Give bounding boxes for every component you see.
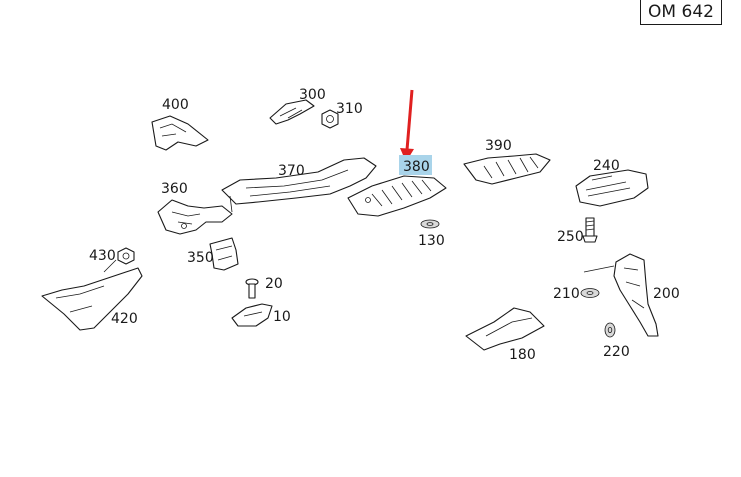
part-360-bracket[interactable] xyxy=(157,199,233,235)
part-240-heat-shield[interactable] xyxy=(575,169,649,207)
part-430-nut[interactable] xyxy=(117,247,135,265)
label-10[interactable]: 10 xyxy=(273,309,291,325)
label-130[interactable]: 130 xyxy=(418,233,445,249)
part-200-heat-shield[interactable] xyxy=(613,253,659,337)
label-210[interactable]: 210 xyxy=(553,286,580,302)
part-130-washer[interactable] xyxy=(420,219,440,229)
part-180-heat-shield[interactable] xyxy=(465,307,545,351)
part-210-washer[interactable] xyxy=(580,288,600,298)
leader-lines xyxy=(103,195,615,273)
part-300-bracket[interactable] xyxy=(269,99,315,125)
label-370[interactable]: 370 xyxy=(278,163,305,179)
label-390[interactable]: 390 xyxy=(485,138,512,154)
label-420[interactable]: 420 xyxy=(111,311,138,327)
part-380-heat-shield[interactable] xyxy=(347,175,447,217)
part-250-bolt[interactable] xyxy=(582,217,598,243)
part-10-bracket[interactable] xyxy=(231,303,273,327)
part-370-heat-shield[interactable] xyxy=(221,157,377,205)
part-310-nut[interactable] xyxy=(321,109,339,129)
highlight-box xyxy=(399,155,432,175)
part-350-bracket[interactable] xyxy=(209,237,239,271)
label-20[interactable]: 20 xyxy=(265,276,283,292)
part-390-heat-shield[interactable] xyxy=(463,153,551,185)
label-300[interactable]: 300 xyxy=(299,87,326,103)
part-420-heat-shield[interactable] xyxy=(41,267,143,331)
label-380[interactable]: 380 xyxy=(403,159,430,175)
label-400[interactable]: 400 xyxy=(162,97,189,113)
label-310[interactable]: 310 xyxy=(336,101,363,117)
part-20-bolt[interactable] xyxy=(245,278,259,299)
label-250[interactable]: 250 xyxy=(557,229,584,245)
label-240[interactable]: 240 xyxy=(593,158,620,174)
label-350[interactable]: 350 xyxy=(187,250,214,266)
label-430[interactable]: 430 xyxy=(89,248,116,264)
part-220-washer[interactable] xyxy=(604,322,616,338)
label-220[interactable]: 220 xyxy=(603,344,630,360)
engine-code-label: OM 642 xyxy=(640,0,722,25)
label-180[interactable]: 180 xyxy=(509,347,536,363)
label-360[interactable]: 360 xyxy=(161,181,188,197)
label-200[interactable]: 200 xyxy=(653,286,680,302)
part-400-heat-shield[interactable] xyxy=(151,115,209,151)
callout-arrow xyxy=(400,89,414,162)
